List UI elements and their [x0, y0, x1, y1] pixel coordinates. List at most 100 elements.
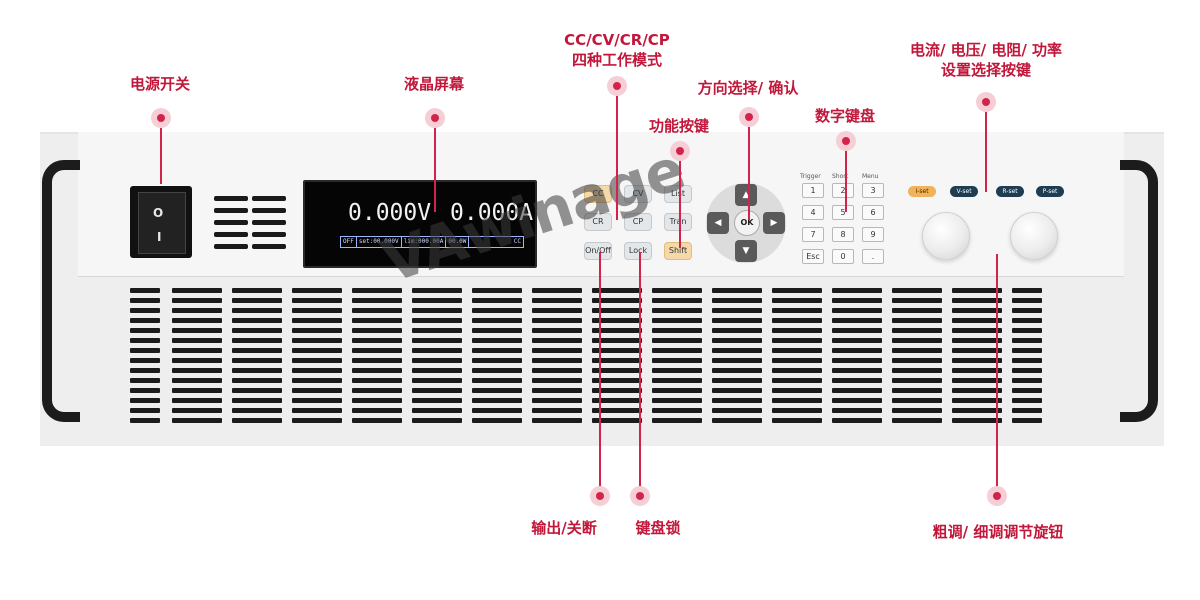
grille-slot — [652, 408, 702, 413]
grille-slot — [172, 388, 222, 393]
power-switch-marker — [151, 108, 171, 128]
grille-slot — [952, 318, 1002, 323]
grille-slot — [592, 408, 642, 413]
r-set-button[interactable]: R-set — [996, 186, 1024, 197]
grille-slot — [232, 338, 282, 343]
output-onoff-button[interactable]: On/Off — [584, 242, 612, 260]
grille-slot — [712, 378, 762, 383]
tran-button[interactable]: Tran — [664, 213, 692, 231]
key-8[interactable]: 8 — [832, 227, 854, 242]
lcd-current: 0.000A — [450, 200, 534, 226]
key-1[interactable]: 1 — [802, 183, 824, 198]
grille-slot — [130, 358, 160, 363]
grille-slot — [412, 358, 462, 363]
v-set-button[interactable]: V-set — [950, 186, 978, 197]
key-2[interactable]: 2 — [832, 183, 854, 198]
i-set-button[interactable]: I-set — [908, 186, 936, 197]
grille-slot — [292, 338, 342, 343]
grille-slot — [130, 348, 160, 353]
grille-slot — [412, 388, 462, 393]
power-on-mark: O — [153, 206, 164, 220]
grille-slot — [412, 298, 462, 303]
vent-slot — [252, 196, 286, 201]
key-9[interactable]: 9 — [862, 227, 884, 242]
coarse-adjust-knob[interactable] — [922, 212, 970, 260]
ok-button[interactable]: OK — [734, 210, 760, 236]
cv-mode-button[interactable]: CV — [624, 185, 652, 203]
up-arrow-button[interactable]: ▲ — [735, 184, 757, 206]
grille-slot — [292, 358, 342, 363]
grille-slot — [652, 328, 702, 333]
key-4[interactable]: 4 — [802, 205, 824, 220]
lcd-marker — [425, 108, 445, 128]
grille-slot — [712, 398, 762, 403]
list-button[interactable]: List — [664, 185, 692, 203]
grille-slot — [412, 338, 462, 343]
key-esc[interactable]: Esc — [802, 249, 824, 264]
grille-slot — [952, 348, 1002, 353]
grille-slot — [832, 358, 882, 363]
grille-slot — [832, 328, 882, 333]
grille-slot — [832, 408, 882, 413]
grille-slot — [712, 388, 762, 393]
grille-slot — [832, 338, 882, 343]
left-arrow-button[interactable]: ◀ — [707, 212, 729, 234]
grille-slot — [592, 398, 642, 403]
grille-slot — [652, 398, 702, 403]
grille-slot — [772, 408, 822, 413]
grille-slot — [130, 318, 160, 323]
grille-slot — [232, 388, 282, 393]
key-0[interactable]: 0 — [832, 249, 854, 264]
grille-slot — [532, 338, 582, 343]
lock-marker — [630, 486, 650, 506]
key-dot[interactable]: . — [862, 249, 884, 264]
key-7[interactable]: 7 — [802, 227, 824, 242]
cr-mode-button[interactable]: CR — [584, 213, 612, 231]
lock-button[interactable]: Lock — [624, 242, 652, 260]
set-keys-leader — [985, 112, 987, 192]
key-3[interactable]: 3 — [862, 183, 884, 198]
key-5[interactable]: 5 — [832, 205, 854, 220]
grille-slot — [292, 368, 342, 373]
p-set-button[interactable]: P-set — [1036, 186, 1064, 197]
grille-slot — [832, 368, 882, 373]
grille-slot — [1012, 358, 1042, 363]
power-switch[interactable] — [138, 192, 186, 254]
grille-slot — [892, 368, 942, 373]
grille-slot — [1012, 368, 1042, 373]
grille-slot — [952, 308, 1002, 313]
grille-slot — [412, 398, 462, 403]
grille-slot — [292, 408, 342, 413]
vent-slot — [214, 220, 248, 225]
grille-slot — [352, 348, 402, 353]
grille-slot — [352, 398, 402, 403]
label-coarse-fine-knob: 粗调/ 细调调节旋钮 — [932, 523, 1064, 541]
grille-slot — [130, 368, 160, 373]
grille-slot — [772, 288, 822, 293]
grille-slot — [712, 318, 762, 323]
fine-adjust-knob[interactable] — [1010, 212, 1058, 260]
cc-mode-button[interactable]: CC — [584, 185, 612, 203]
vent-slot — [214, 244, 248, 249]
grille-slot — [232, 298, 282, 303]
grille-slot — [1012, 418, 1042, 423]
grille-slot — [172, 298, 222, 303]
down-arrow-button[interactable]: ▼ — [735, 240, 757, 262]
grille-slot — [832, 398, 882, 403]
grille-slot — [652, 358, 702, 363]
set-keys-marker — [976, 92, 996, 112]
grille-slot — [352, 298, 402, 303]
key-6[interactable]: 6 — [862, 205, 884, 220]
right-arrow-button[interactable]: ▶ — [763, 212, 785, 234]
label-power-switch: 电源开关 — [129, 75, 190, 93]
grille-slot — [952, 388, 1002, 393]
knob-leader — [996, 254, 998, 490]
short-label: Short — [832, 173, 849, 180]
menu-label: Menu — [862, 173, 879, 180]
grille-slot — [892, 348, 942, 353]
shift-button[interactable]: Shift — [664, 242, 692, 260]
lcd-screen — [303, 180, 537, 268]
cp-mode-button[interactable]: CP — [624, 213, 652, 231]
grille-slot — [232, 288, 282, 293]
grille-slot — [772, 378, 822, 383]
